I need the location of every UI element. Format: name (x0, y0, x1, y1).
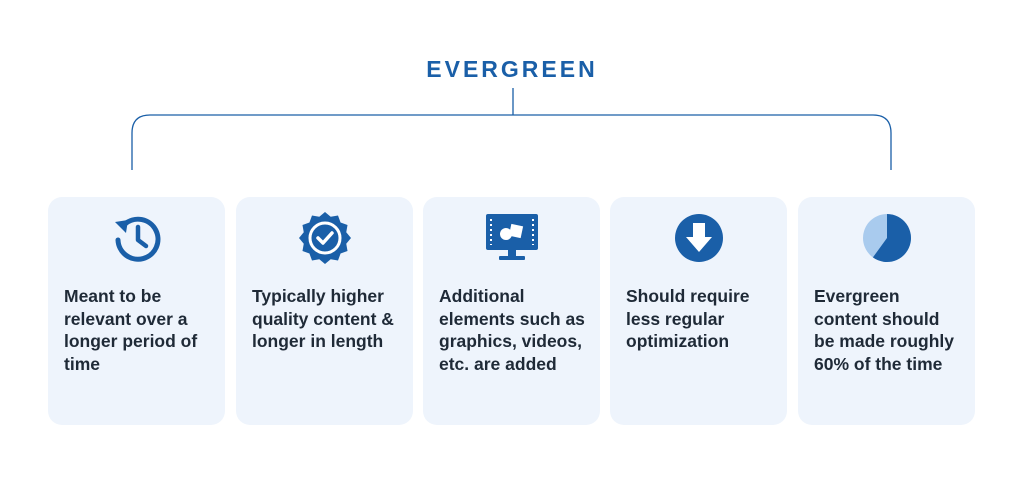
monitor-graphics-icon (423, 211, 600, 265)
card-text: Additional elements such as graphics, vi… (439, 286, 585, 374)
card-text: Should require less regular optimization (626, 286, 750, 351)
card-quality: Typically higher quality content & longe… (236, 197, 413, 425)
card-frequency: Evergreen content should be made roughly… (798, 197, 975, 425)
badge-check-icon (236, 211, 413, 265)
card-optimization: Should require less regular optimization (610, 197, 787, 425)
card-text: Typically higher quality content & longe… (252, 286, 394, 351)
diagram-title: EVERGREEN (426, 56, 598, 82)
clock-history-icon (48, 211, 225, 265)
arrow-down-circle-icon (610, 211, 787, 265)
card-elements: Additional elements such as graphics, vi… (423, 197, 600, 425)
pie-chart-icon (798, 211, 975, 265)
card-relevance: Meant to be relevant over a longer perio… (48, 197, 225, 425)
card-text: Meant to be relevant over a longer perio… (64, 286, 198, 374)
card-text: Evergreen content should be made roughly… (814, 286, 955, 374)
